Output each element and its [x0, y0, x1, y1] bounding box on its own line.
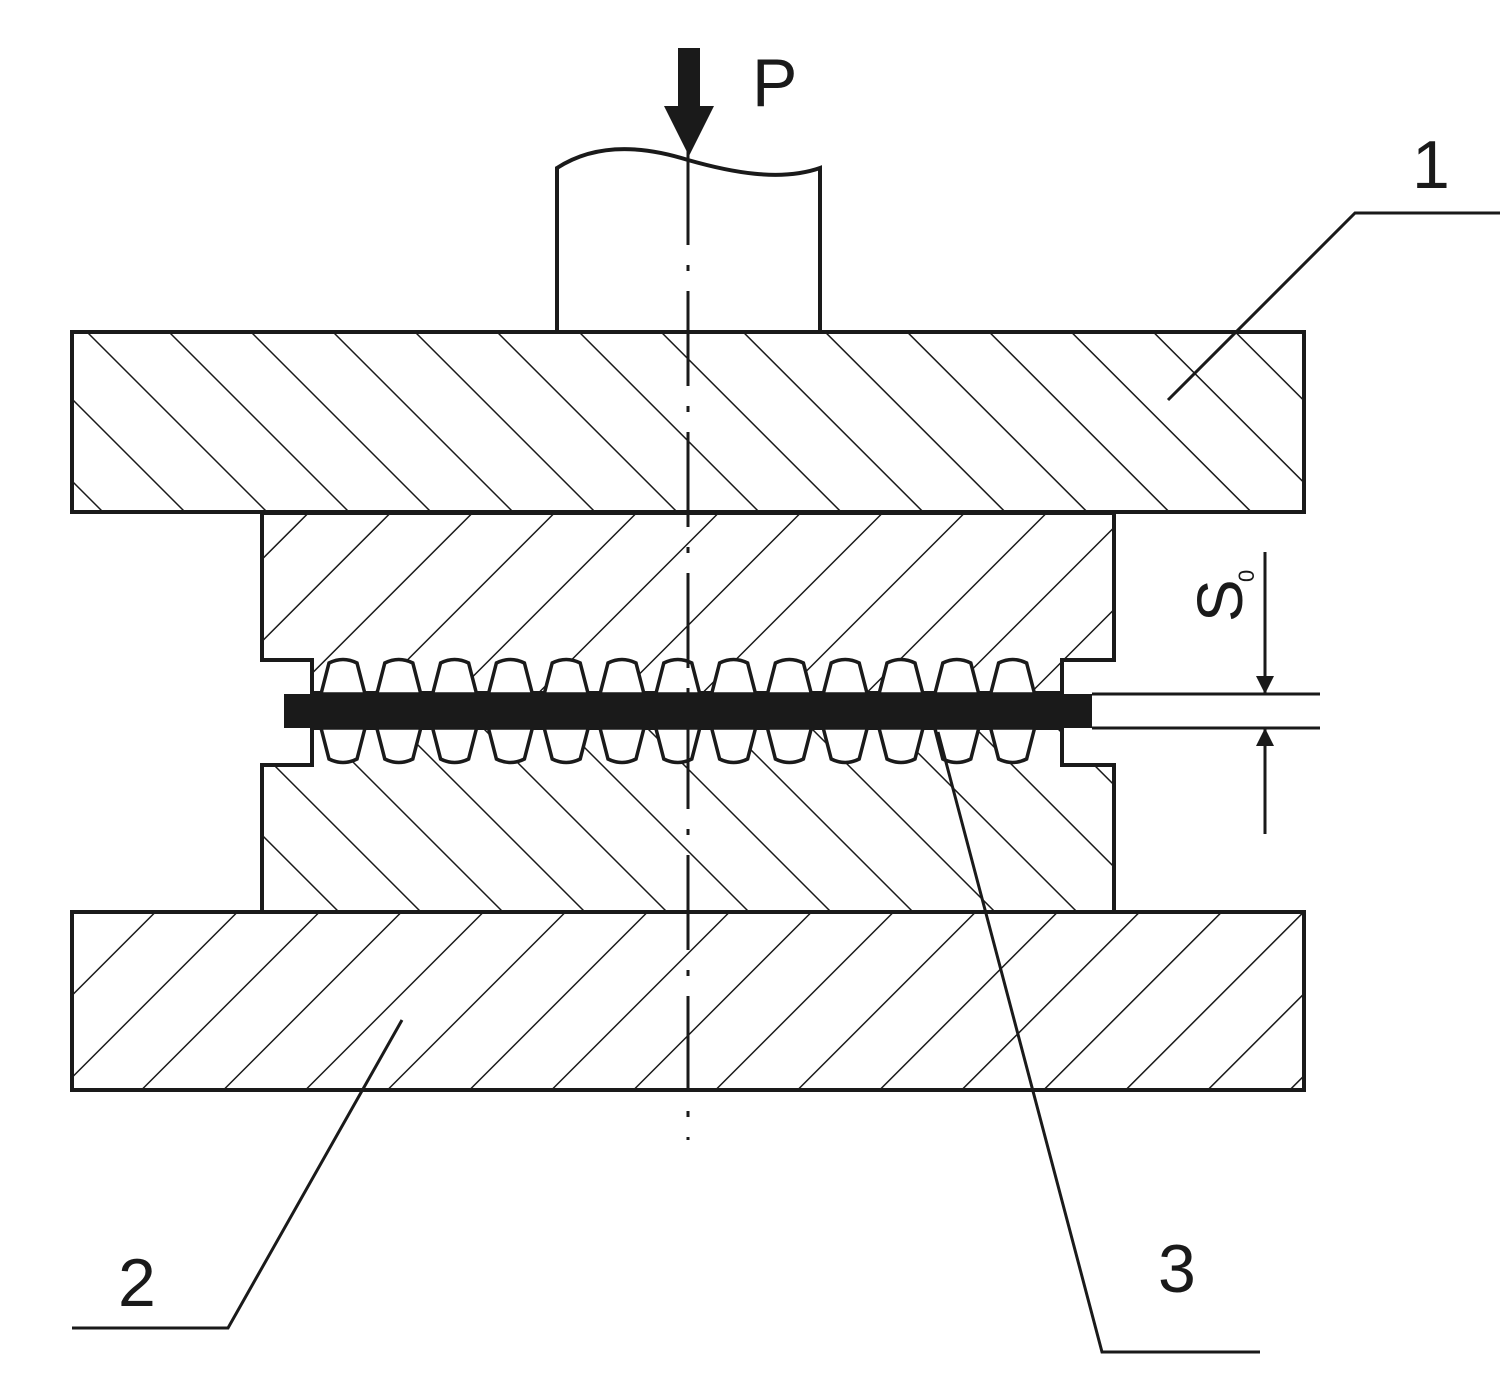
lower-tooth [765, 726, 814, 765]
leader-3 [936, 731, 1260, 1354]
leader-1 [1166, 211, 1500, 402]
thickness-label: S 0 [1184, 570, 1259, 622]
leader-2 [72, 1019, 404, 1330]
part-label-3: 3 [1158, 1231, 1196, 1307]
die-teeth [318, 657, 1037, 765]
upper-tooth [486, 657, 535, 696]
upper-tooth [597, 657, 647, 696]
lower-tooth [318, 726, 368, 765]
upper-tooth [541, 657, 591, 696]
lower-tooth [932, 726, 982, 765]
force-label: P [752, 45, 797, 121]
upper-tooth [374, 657, 424, 696]
lower-tooth [486, 726, 535, 765]
lower-tooth [541, 726, 591, 765]
lower-tooth [374, 726, 424, 765]
upper-tooth [709, 657, 758, 696]
upper-tooth [653, 657, 703, 696]
lower-tooth [430, 726, 479, 765]
upper-tooth [430, 657, 479, 696]
lower-tooth [876, 726, 926, 765]
part-label-2: 2 [118, 1245, 156, 1321]
upper-tooth [932, 657, 982, 696]
upper-tooth [765, 657, 814, 696]
upper-tooth [988, 657, 1037, 696]
thickness-subscript: 0 [1234, 570, 1259, 582]
upper-tooth [820, 657, 870, 696]
part-label-1: 1 [1412, 127, 1450, 203]
lower-tooth [709, 726, 758, 765]
lower-tooth [653, 726, 703, 765]
lower-tooth [988, 726, 1037, 765]
upper-tooth [876, 657, 926, 696]
down-arrow-icon [664, 48, 714, 156]
lower-tooth [820, 726, 870, 765]
upper-tooth [318, 657, 368, 696]
thickness-symbol: S [1184, 579, 1256, 622]
thickness-dimension [1256, 552, 1274, 834]
lower-tooth [597, 726, 647, 765]
